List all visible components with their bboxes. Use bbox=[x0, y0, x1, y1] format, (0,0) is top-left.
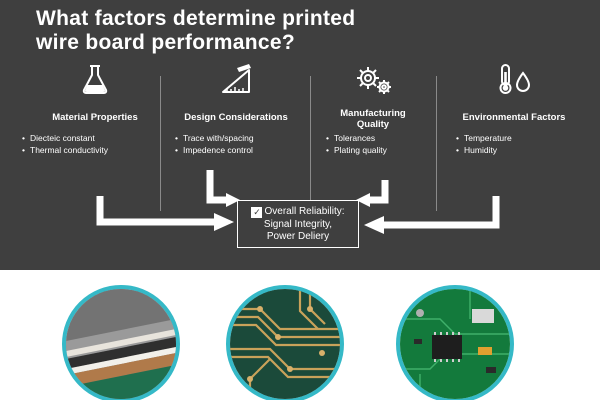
factor-design-considerations: Design Considerations Trace with/spacing… bbox=[163, 62, 309, 155]
arrowhead bbox=[214, 213, 234, 231]
result-line-1: Overall Reliability: bbox=[264, 206, 345, 217]
list-item: Impedence control bbox=[175, 144, 321, 156]
factor-heading: Manufacturing Quality bbox=[300, 108, 446, 130]
list-item: Trace with/spacing bbox=[175, 132, 321, 144]
arrowhead bbox=[226, 193, 240, 207]
factor-list: Temperature Humidity bbox=[456, 132, 600, 156]
connector-arrows bbox=[96, 170, 500, 234]
arrowhead bbox=[364, 216, 384, 234]
factor-heading-line-1: Manufacturing bbox=[340, 108, 406, 119]
factor-list: Tolerances Plating quality bbox=[326, 132, 472, 156]
factor-heading: Material Properties bbox=[52, 112, 138, 123]
flask-icon bbox=[82, 65, 108, 94]
list-item: Temperature bbox=[456, 132, 600, 144]
result-line-3: Power Deliery bbox=[266, 231, 330, 242]
list-item: Thermal conductivity bbox=[22, 144, 168, 156]
factor-list: Diecteic constant Thermal conductivity bbox=[22, 132, 168, 156]
ruler-triangle-icon bbox=[222, 64, 251, 93]
factor-material-properties: Material Properties Diecteic constant Th… bbox=[22, 62, 168, 155]
laminate-layers-photo bbox=[62, 285, 180, 400]
arrowhead bbox=[356, 193, 370, 207]
result-line-2: Signal Integrity, bbox=[263, 218, 333, 230]
gears-icon bbox=[357, 67, 391, 94]
arrow-right-inner bbox=[368, 180, 389, 204]
arrow-right-outer bbox=[382, 196, 500, 229]
title-line-1: What factors determine printed bbox=[36, 7, 356, 30]
arrow-left-inner bbox=[206, 170, 228, 204]
title-line-2: wire board performance? bbox=[36, 31, 295, 54]
factor-environmental-factors: Environmental Factors Temperature Humidi… bbox=[440, 62, 586, 155]
thermometer-drop-icon bbox=[499, 64, 531, 94]
overall-reliability-box: ✓Overall Reliability: Signal Integrity, … bbox=[237, 200, 359, 248]
list-item: Diecteic constant bbox=[22, 132, 168, 144]
list-item: Tolerances bbox=[326, 132, 472, 144]
page-title: What factors determine printed wire boar… bbox=[36, 7, 355, 55]
circuit-traces-photo bbox=[226, 285, 344, 400]
factor-heading: Environmental Factors bbox=[462, 112, 566, 123]
assembled-pcb-photo bbox=[396, 285, 514, 400]
arrow-left-outer bbox=[96, 196, 216, 226]
checkbox-icon: ✓ bbox=[251, 207, 263, 218]
list-item: Plating quality bbox=[326, 144, 472, 156]
factor-heading-line-2: Quality bbox=[356, 119, 390, 130]
factor-manufacturing-quality: Manufacturing Quality Tolerances Plating… bbox=[300, 62, 446, 155]
list-item: Humidity bbox=[456, 144, 600, 156]
factor-list: Trace with/spacing Impedence control bbox=[175, 132, 321, 156]
factor-heading: Design Considerations bbox=[184, 112, 288, 123]
